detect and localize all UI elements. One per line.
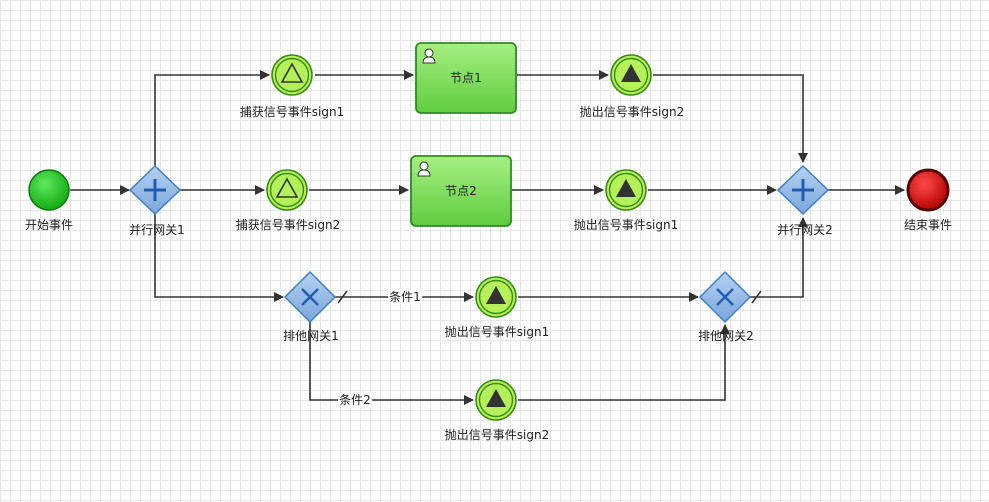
user-task-2[interactable] (410, 155, 512, 227)
signal-catch-event-2-label: 捕获信号事件sign2 (235, 218, 341, 232)
default-flow-marker (751, 290, 762, 304)
signal-throw-event-b2-label: 抛出信号事件sign2 (444, 428, 550, 442)
signal-catch-event-1-label: 捕获信号事件sign1 (239, 105, 345, 119)
flow-xgw2-pgw2[interactable] (750, 217, 808, 298)
flow-xgw1-throwb2[interactable] (309, 322, 474, 405)
user-task-1[interactable] (415, 42, 517, 114)
filled-triangle-icon (486, 286, 506, 304)
start-event[interactable] (28, 169, 70, 211)
plus-icon (144, 179, 166, 201)
parallel-gateway-2[interactable] (776, 164, 830, 216)
flow-throwtop-pgw2[interactable] (653, 74, 808, 163)
flow-pgw1-catch1[interactable] (154, 70, 270, 166)
flow-pgw1-xgw1[interactable] (154, 214, 284, 302)
default-flow-marker (337, 290, 348, 304)
parallel-gateway-2-label: 并行网关2 (777, 223, 833, 237)
exclusive-gateway-1-label: 排他网关1 (283, 329, 339, 343)
x-icon (301, 288, 319, 306)
user-icon (422, 48, 436, 64)
hollow-triangle-icon (280, 62, 304, 83)
parallel-gateway-1[interactable] (128, 164, 182, 216)
signal-throw-event-b1-label: 抛出信号事件sign1 (444, 325, 550, 339)
condition-1-label: 条件1 (388, 290, 422, 304)
user-task-2-label: 节点2 (445, 184, 477, 198)
user-task-1-label: 节点1 (450, 71, 482, 85)
signal-throw-event-b2[interactable] (475, 379, 517, 421)
parallel-gateway-1-label: 并行网关1 (129, 223, 185, 237)
condition-2-label: 条件2 (338, 393, 372, 407)
filled-triangle-icon (486, 389, 506, 407)
end-event-label: 结束事件 (903, 218, 953, 232)
user-icon (417, 161, 431, 177)
signal-throw-event-top[interactable] (610, 54, 652, 96)
signal-throw-event-mid[interactable] (605, 169, 647, 211)
signal-throw-event-top-label: 抛出信号事件sign2 (579, 105, 685, 119)
filled-triangle-icon (621, 64, 641, 82)
signal-throw-event-mid-label: 抛出信号事件sign1 (573, 218, 679, 232)
flow-throwb2-xgw2[interactable] (518, 324, 730, 401)
signal-catch-event-2[interactable] (266, 169, 308, 211)
sequence-flows (70, 70, 905, 405)
signal-throw-event-b1[interactable] (475, 276, 517, 318)
exclusive-gateway-1[interactable] (283, 270, 337, 324)
hollow-triangle-icon (275, 177, 299, 198)
filled-triangle-icon (616, 179, 636, 197)
exclusive-gateway-2-label: 排他网关2 (698, 329, 754, 343)
end-event[interactable] (906, 168, 950, 212)
x-icon (716, 288, 734, 306)
start-event-label: 开始事件 (24, 218, 74, 232)
exclusive-gateway-2[interactable] (698, 270, 752, 324)
signal-catch-event-1[interactable] (271, 54, 313, 96)
plus-icon (792, 179, 814, 201)
